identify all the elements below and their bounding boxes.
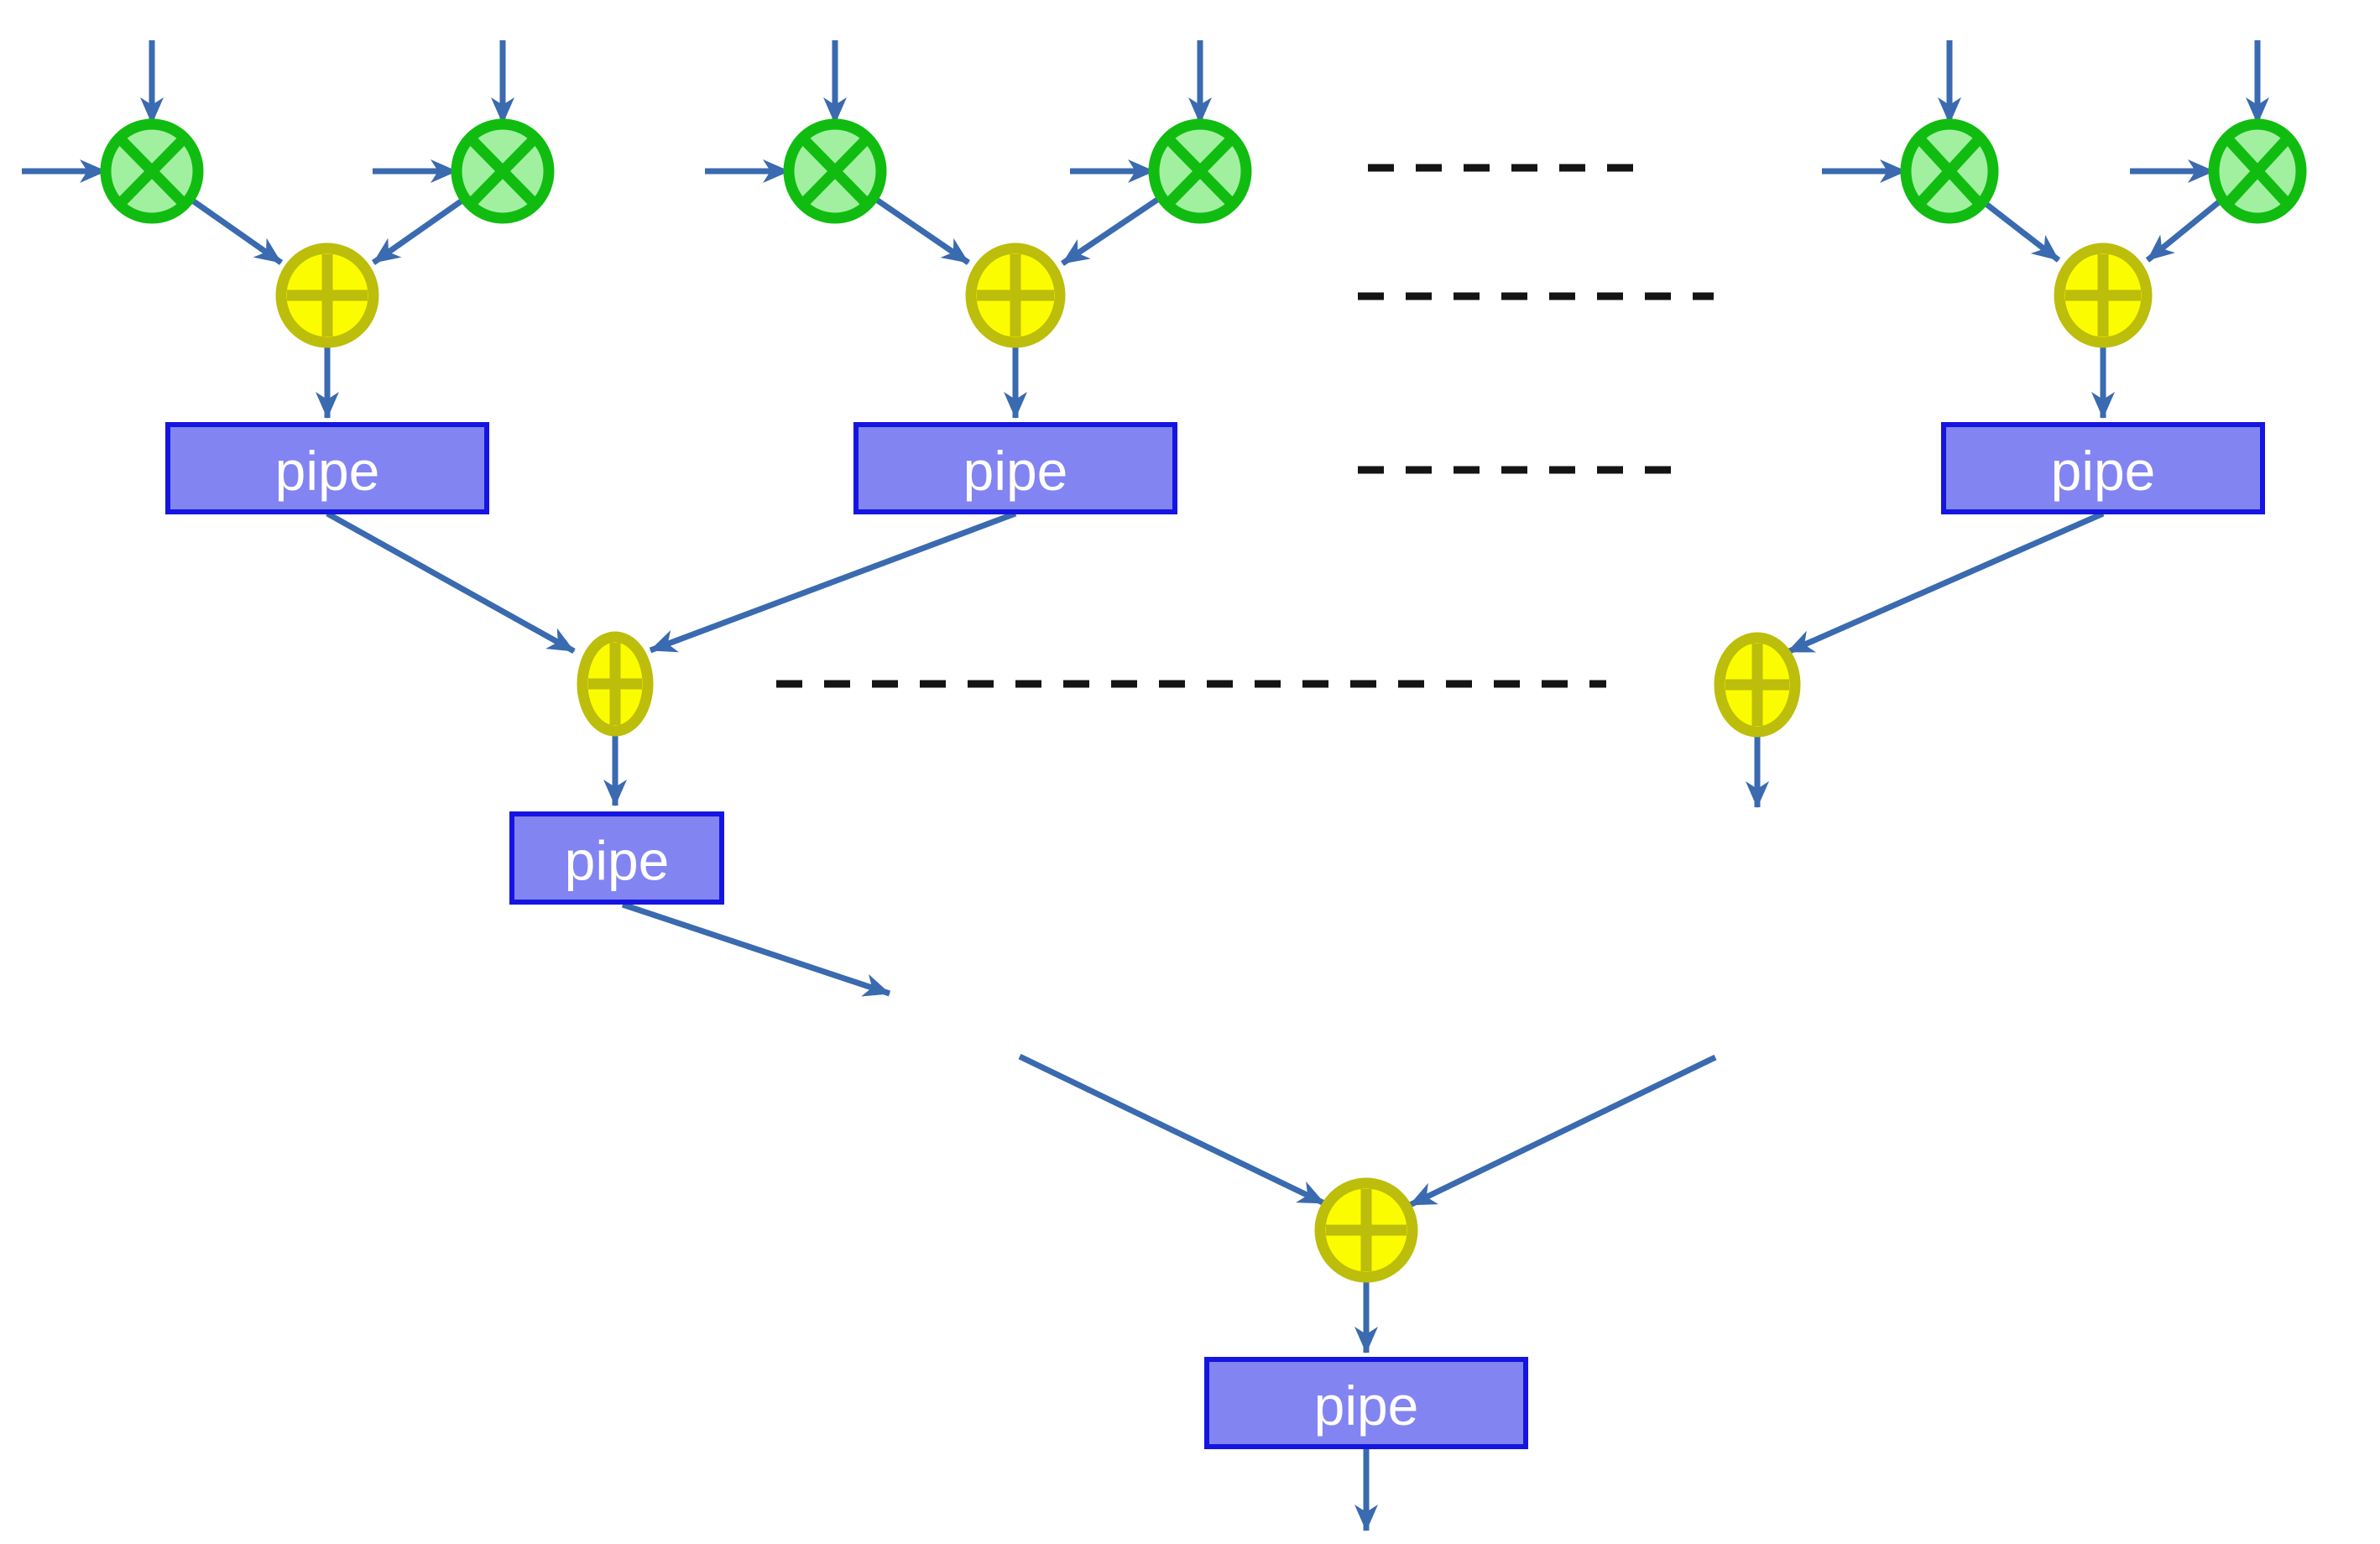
arrow-m4-to-a2: [1061, 196, 1161, 266]
pipe-1-rect: [165, 422, 489, 514]
pipe-2-rect: [853, 422, 1177, 514]
arrow-m1-to-a1: [189, 197, 284, 265]
pipe-2-label: pipe: [963, 440, 1068, 502]
multiply-icon: [2224, 135, 2291, 207]
plus-icon: [2065, 254, 2141, 336]
adder-final-node: [1314, 1177, 1418, 1283]
pipe-1-label: pipe: [275, 440, 380, 502]
arrow-pipemid-output: [621, 901, 891, 997]
pipe-3-box: pipe: [1941, 422, 2265, 514]
arrow-m6-to-a3: [2145, 199, 2222, 263]
multiply-icon: [467, 135, 538, 207]
pipe-3-label: pipe: [2051, 440, 2156, 502]
plus-icon: [588, 643, 642, 725]
arrow-m5-to-a3: [1981, 200, 2061, 263]
multiplier-node-m6: [2208, 118, 2307, 224]
arrow-converge-left: [1018, 1053, 1326, 1207]
adder-a3-node: [2054, 243, 2153, 348]
multiply-icon: [1165, 135, 1235, 207]
pipe-mid-rect: [509, 811, 724, 905]
multiplier-node-m1: [100, 118, 204, 224]
arrow-converge-right: [1408, 1054, 1717, 1208]
pipe-1-box: pipe: [165, 422, 489, 514]
arrow-pipe2-to-b1: [649, 510, 1017, 654]
adder-a2-node: [965, 243, 1066, 348]
pipe-mid-box: pipe: [509, 811, 724, 905]
plus-icon: [287, 254, 368, 336]
arrow-pipe3-to-b2: [1786, 510, 2105, 655]
multiplier-node-m2: [451, 118, 555, 224]
adder-b2-node: [1714, 632, 1801, 738]
adder-a1-node: [275, 243, 379, 348]
adder-b1-node: [577, 631, 654, 737]
multiply-icon: [1916, 135, 1983, 207]
pipe-3-rect: [1941, 422, 2265, 514]
pipe-mid-label: pipe: [565, 830, 670, 892]
pipe-2-box: pipe: [853, 422, 1177, 514]
pipe-final-box: pipe: [1204, 1357, 1528, 1449]
arrow-m3-to-a2: [874, 196, 970, 265]
multiply-icon: [800, 135, 870, 207]
plus-icon: [1725, 644, 1789, 726]
multiplier-node-m5: [1900, 118, 1999, 224]
multiplier-node-m3: [783, 118, 887, 224]
multiply-icon: [117, 135, 187, 207]
pipe-final-rect: [1204, 1357, 1528, 1449]
plus-icon: [977, 254, 1054, 336]
multiplier-node-m4: [1148, 118, 1252, 224]
pipe-final-label: pipe: [1314, 1374, 1419, 1437]
arrow-m2-to-a1: [371, 197, 466, 265]
arrow-pipe1-to-b1: [326, 510, 576, 655]
plus-icon: [1326, 1189, 1407, 1271]
